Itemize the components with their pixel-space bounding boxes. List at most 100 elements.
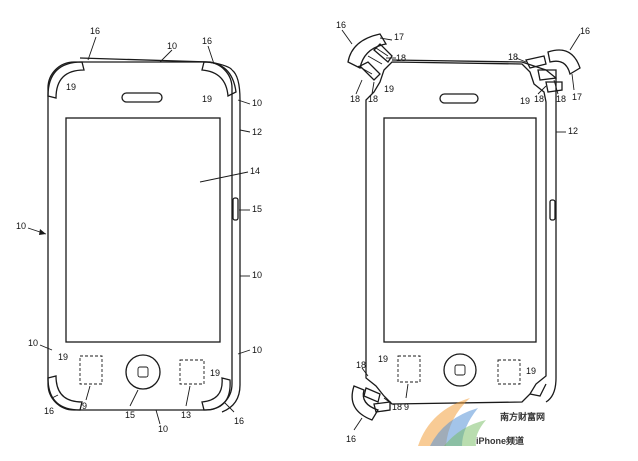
label-19-r-bl: 19	[378, 354, 388, 364]
leader-r-16-bl	[353, 417, 363, 431]
watermark-swoosh-green	[444, 420, 486, 446]
left-phone-corner-bumper-br	[201, 377, 231, 411]
right-phone-dashed-region-right	[497, 359, 521, 385]
leader-12	[239, 129, 251, 133]
label-19-r-tl: 19	[384, 84, 394, 94]
label-16-br: 16	[234, 416, 244, 426]
label-10-r2: 10	[252, 270, 262, 280]
leader-r-9	[405, 383, 409, 399]
left-phone-dashed-region-13	[179, 359, 205, 385]
watermark-swoosh-blue	[430, 408, 478, 446]
label-r-18-bl1: 18	[356, 360, 366, 370]
leader-13	[185, 385, 191, 407]
watermark-swoosh-orange	[418, 398, 470, 446]
right-phone-home-square	[454, 364, 466, 376]
label-r-18-tl2: 18	[350, 94, 360, 104]
leader-r-18-tr3	[553, 79, 559, 95]
label-19-tr: 19	[202, 94, 212, 104]
label-r-16-tl: 16	[336, 20, 346, 30]
leader-r-18-bl2	[383, 397, 393, 405]
left-phone-corner-bumper-bl	[47, 375, 83, 411]
leader-16-tl	[87, 36, 97, 61]
label-16-tl: 16	[90, 26, 100, 36]
right-phone-home-button	[443, 353, 477, 387]
label-r-16-tr: 16	[580, 26, 590, 36]
leader-r-16-tl	[341, 29, 353, 45]
right-phone-body	[365, 61, 547, 405]
leader-r-17-tr	[571, 73, 575, 91]
label-15-side: 15	[252, 204, 262, 214]
left-phone-home-square	[137, 366, 149, 378]
label-10-r3: 10	[252, 345, 262, 355]
right-phone: 19 19 19 19 16 17 18 18 18 16 18 18 18	[336, 20, 590, 444]
leader-r-17-tl	[379, 37, 393, 41]
label-16-bl: 16	[44, 406, 54, 416]
leader-10-r1	[237, 99, 251, 105]
label-13: 13	[181, 410, 191, 420]
leader-10-l	[39, 344, 53, 351]
left-phone-side	[221, 69, 241, 413]
leader-10-r3	[237, 349, 251, 355]
exploded-bumper-tl-tabs	[358, 43, 393, 81]
leader-10-top	[159, 49, 173, 63]
left-phone: 19 19 19 19 16 10 16 10 12 14 15 10 10 1…	[16, 26, 262, 434]
left-phone-side-button	[232, 197, 239, 221]
label-10-arrow: 10	[16, 221, 26, 231]
leader-10-bottom	[155, 409, 161, 425]
label-19-bl: 19	[58, 352, 68, 362]
label-r-18-tl1: 18	[396, 53, 406, 63]
watermark-brand: iPhone频道	[476, 435, 524, 446]
label-r-18-tr3: 18	[556, 94, 566, 104]
right-phone-side	[545, 69, 557, 403]
right-phone-corner-br	[529, 383, 547, 397]
label-r-17-tl: 17	[394, 32, 404, 42]
left-phone-body	[47, 61, 233, 411]
leader-9	[85, 385, 91, 401]
exploded-bumper-tl-inner	[357, 47, 389, 75]
leader-r-18-tl3	[371, 81, 375, 95]
label-r-9: 9	[404, 402, 409, 412]
right-phone-side-button	[549, 199, 556, 221]
leader-r-16-tr	[569, 33, 581, 51]
label-r-18-tr1: 18	[508, 52, 518, 62]
leader-16-br	[223, 401, 235, 413]
left-phone-home-button	[125, 354, 161, 390]
exploded-bumper-bl	[351, 385, 379, 421]
label-r-18-bl2: 18	[392, 402, 402, 412]
right-phone-top-edge	[391, 59, 547, 71]
label-10-bottom: 10	[158, 424, 168, 434]
leader-15-bottom	[129, 389, 139, 407]
label-19-br: 19	[210, 368, 220, 378]
left-phone-top-edge	[79, 57, 233, 71]
left-phone-dashed-region-9	[79, 355, 103, 385]
label-r-18-tr2: 18	[534, 94, 544, 104]
left-phone-speaker	[121, 92, 163, 103]
label-9: 9	[82, 401, 87, 411]
label-19-r-tr: 19	[520, 96, 530, 106]
label-14: 14	[250, 166, 260, 176]
label-r-16-bl: 16	[346, 434, 356, 444]
label-10-r1: 10	[252, 98, 262, 108]
leader-r-18-tr1	[515, 57, 527, 63]
leader-16-tr	[207, 45, 215, 65]
watermark-site-name: 南方财富网	[500, 411, 545, 422]
label-10-l: 10	[28, 338, 38, 348]
right-phone-speaker	[439, 93, 479, 104]
label-16-tr: 16	[202, 36, 212, 46]
label-r-12: 12	[568, 126, 578, 136]
exploded-bumper-bl-tabs	[363, 387, 391, 413]
right-phone-screen	[383, 117, 537, 343]
label-19-r-br: 19	[526, 366, 536, 376]
left-phone-corner-bumper-tl	[47, 61, 85, 99]
left-phone-screen	[65, 117, 221, 343]
label-15-bottom: 15	[125, 410, 135, 420]
exploded-bumper-tl	[347, 33, 388, 69]
label-r-17-tr: 17	[572, 92, 582, 102]
watermark: 南方财富网 iPhone频道	[418, 398, 545, 446]
leader-14	[199, 171, 249, 183]
leader-r-18-tl2	[355, 79, 363, 95]
label-r-18-tl3: 18	[368, 94, 378, 104]
label-19-tl: 19	[66, 82, 76, 92]
